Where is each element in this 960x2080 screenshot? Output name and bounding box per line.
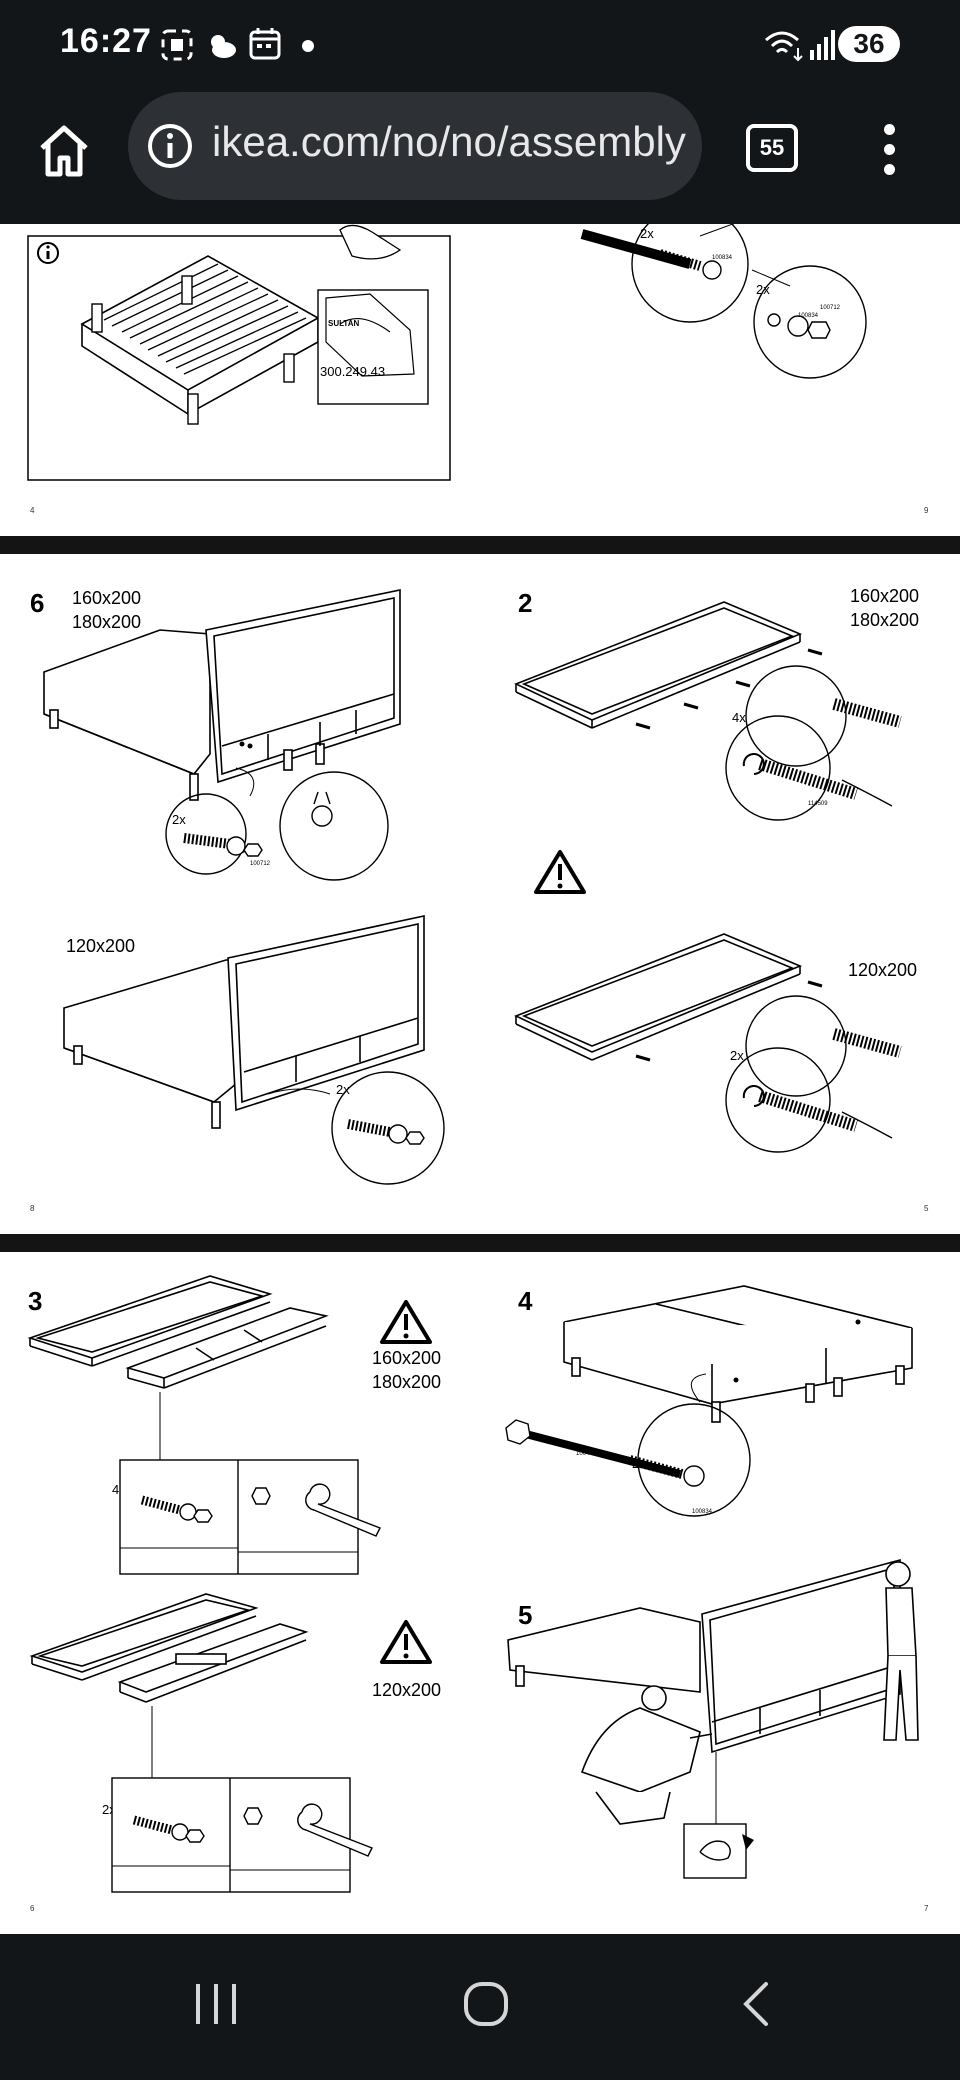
wifi-icon [765, 31, 803, 62]
step-illustrations [43, 589, 902, 1185]
manual-spread-3: 3 160x200 180x200 120x200 4x 2x 100834 1… [0, 1252, 960, 1934]
part-number: 100712 [250, 861, 271, 867]
size-label: 160x200 [850, 586, 920, 606]
qty-label: 2x [640, 226, 654, 241]
step-number: 3 [28, 1286, 43, 1316]
part-number: 114509 [808, 801, 828, 807]
booklet-label: SULTAN [328, 319, 360, 328]
part-number: 100834 [692, 1509, 713, 1515]
screenshot-icon [161, 29, 193, 61]
part-number: 100478 [576, 1451, 597, 1457]
booklet-ref-number: 300.249.43 [320, 364, 386, 379]
qty-label: 2x [336, 1082, 350, 1097]
site-info-icon[interactable] [146, 122, 194, 170]
size-label: 120x200 [66, 936, 136, 956]
weather-icon [211, 35, 236, 58]
part-number: 100834 [798, 313, 819, 319]
size-label: 160x200 [72, 588, 142, 608]
size-label: 180x200 [372, 1372, 442, 1392]
home-icon[interactable] [36, 122, 92, 182]
url-text: ikea.com/no/no/assembly [212, 118, 686, 165]
notification-dot [302, 40, 314, 52]
page-number: 6 [30, 1904, 35, 1913]
size-label: 120x200 [372, 1680, 442, 1700]
step-number: 6 [30, 588, 45, 618]
page-number: 9 [924, 506, 929, 515]
part-number: 100834 [712, 255, 733, 261]
recent-apps-icon[interactable] [196, 1984, 236, 2024]
step-number: 4 [518, 1286, 533, 1316]
manual-spread-1: SULTAN 300.249.43 2x 2x 100834 100834 10… [0, 224, 960, 536]
back-icon[interactable] [743, 1982, 768, 2026]
step-illustrations [27, 1275, 919, 1893]
system-navigation-bar [0, 1934, 960, 2080]
step-number: 2 [518, 588, 533, 618]
bed-frame-illustration [27, 224, 867, 481]
page-number: 5 [924, 1204, 929, 1213]
qty-label: 2x [730, 1048, 744, 1063]
size-label: 120x200 [848, 960, 918, 980]
size-label: 180x200 [72, 612, 142, 632]
browser-toolbar: ikea.com/no/no/assembly 55 [0, 92, 960, 224]
calendar-icon [249, 28, 281, 60]
page-number: 7 [924, 1904, 929, 1913]
tab-switcher-button[interactable]: 55 [746, 124, 798, 172]
status-bar: 16:27 36 [0, 0, 960, 92]
battery-level: 36 [838, 26, 900, 62]
qty-label: 2x [172, 812, 186, 827]
status-time: 16:27 [60, 22, 152, 60]
size-label: 160x200 [372, 1348, 442, 1368]
qty-label: 2x [756, 282, 770, 297]
more-menu-icon[interactable] [884, 124, 896, 175]
address-bar[interactable]: ikea.com/no/no/assembly [128, 92, 702, 200]
page-number: 4 [30, 506, 35, 515]
part-number: 100712 [820, 305, 841, 311]
home-nav-icon[interactable] [464, 1982, 508, 2026]
signal-icon [810, 30, 835, 60]
qty-label: 4x [732, 710, 746, 725]
step-number: 5 [518, 1600, 533, 1630]
size-label: 180x200 [850, 610, 920, 630]
page-number: 8 [30, 1204, 35, 1213]
manual-spread-2: 6 160x200 180x200 120x200 2 160x200 180x… [0, 554, 960, 1234]
